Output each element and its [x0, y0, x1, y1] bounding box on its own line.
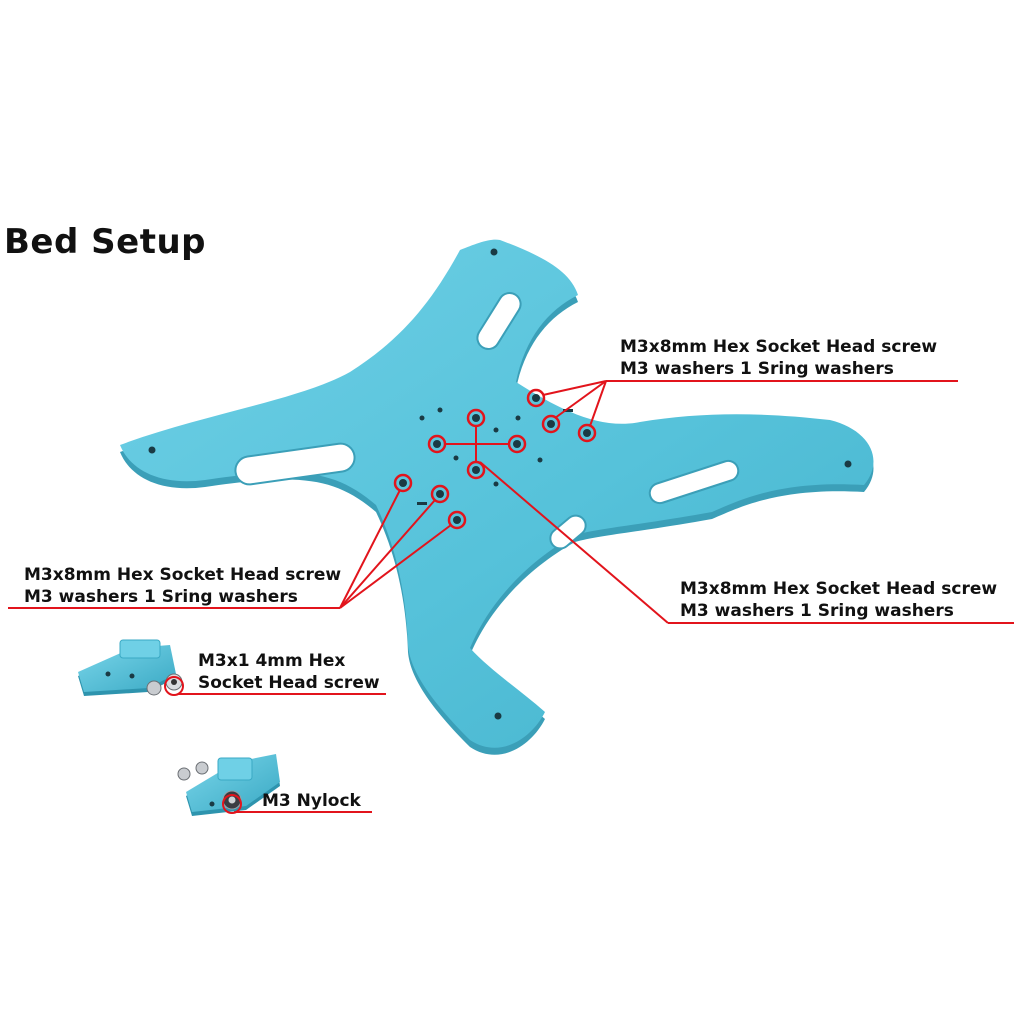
- hole-top: [490, 248, 498, 256]
- callout-line: M3x8mm Hex Socket Head screw: [620, 337, 938, 357]
- adjustment-slots: [234, 292, 740, 550]
- hole-bottom: [494, 712, 502, 720]
- center-holes: [417, 407, 573, 505]
- slot-top: [476, 292, 522, 350]
- marker-circle: [541, 414, 561, 434]
- hole-right: [844, 460, 852, 468]
- page-title: Bed Setup: [4, 222, 206, 262]
- marker-circle: [164, 676, 184, 696]
- screw-holes: [393, 388, 597, 530]
- hole-left: [148, 446, 156, 454]
- small-hole: [453, 455, 459, 461]
- screw-head: [177, 767, 191, 781]
- bracket-part-2: [177, 754, 280, 816]
- callout-line: M3 washers 1 Sring washers: [620, 359, 894, 379]
- screw-head: [195, 761, 209, 775]
- slot-mark: [417, 502, 427, 505]
- callout-line: Socket Head screw: [198, 673, 380, 693]
- marker-circle: [577, 423, 597, 443]
- callout-bracket-screw: M3x1 4mm Hex Socket Head screw: [198, 650, 380, 694]
- callout-line: M3 washers 1 Sring washers: [24, 587, 298, 607]
- callout-line: M3 washers 1 Sring washers: [680, 601, 954, 621]
- small-hole: [493, 427, 499, 433]
- slot-right: [648, 459, 740, 505]
- screw-head: [146, 680, 162, 696]
- small-hole: [437, 407, 443, 413]
- small-hole: [515, 415, 521, 421]
- callout-top-right: M3x8mm Hex Socket Head screw M3 washers …: [620, 336, 937, 380]
- small-hole: [419, 415, 425, 421]
- callout-left: M3x8mm Hex Socket Head screw M3 washers …: [24, 564, 341, 608]
- marker-circle: [222, 794, 242, 814]
- bed-plate: [120, 239, 874, 755]
- callout-line: M3x8mm Hex Socket Head screw: [680, 579, 998, 599]
- marker-circle: [526, 388, 546, 408]
- bed-plate-top: [120, 239, 874, 748]
- callout-lines: [8, 380, 1014, 813]
- callout-nylock: M3 Nylock: [262, 790, 361, 812]
- callout-line: M3x8mm Hex Socket Head screw: [24, 565, 342, 585]
- bracket-part-1: [78, 639, 184, 696]
- slot-mark: [563, 409, 573, 412]
- marker-circle: [447, 510, 467, 530]
- corner-holes: [148, 248, 852, 720]
- slot-left: [234, 442, 356, 486]
- slot-bottom: [549, 514, 587, 550]
- marker-circle: [393, 473, 413, 493]
- marker-circle: [430, 484, 450, 504]
- callout-line: M3x1 4mm Hex: [198, 651, 346, 671]
- callout-line: M3 Nylock: [262, 791, 361, 811]
- small-hole: [537, 457, 543, 463]
- callout-bottom-right: M3x8mm Hex Socket Head screw M3 washers …: [680, 578, 997, 622]
- small-hole: [493, 481, 499, 487]
